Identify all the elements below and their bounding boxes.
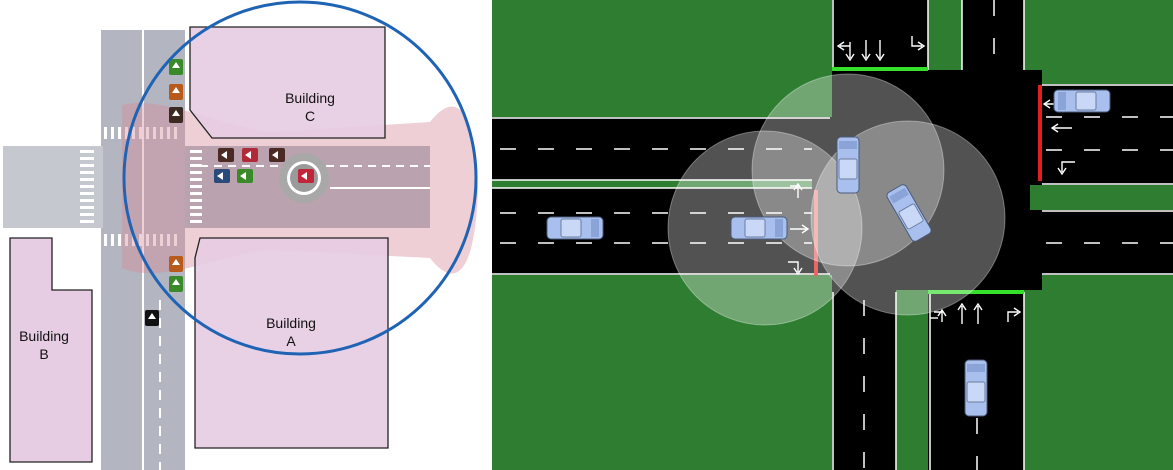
crosswalk-east bbox=[190, 150, 202, 223]
parked-car-icon bbox=[242, 148, 258, 162]
vehicle-icon bbox=[964, 359, 988, 417]
parked-car-icon bbox=[169, 276, 183, 292]
signal-red-east bbox=[1038, 85, 1042, 181]
vehicle-icon bbox=[1053, 89, 1111, 113]
building-a-label-line1: Building bbox=[266, 315, 316, 331]
lane-dashes bbox=[500, 0, 1173, 470]
building-b-label-line1: Building bbox=[19, 328, 69, 344]
crosswalk-west bbox=[80, 150, 94, 223]
road-edge-lines bbox=[492, 0, 1173, 470]
building-c-label-line2: C bbox=[305, 108, 315, 124]
signal-red-west bbox=[814, 190, 818, 276]
vehicle-icon bbox=[546, 216, 604, 240]
crosswalk-south bbox=[104, 234, 177, 246]
intersection-simulation-panel bbox=[492, 0, 1173, 470]
building-c-label-line1: Building bbox=[285, 90, 335, 106]
vehicle-icon bbox=[730, 216, 788, 240]
parked-car-icon bbox=[298, 169, 314, 183]
signal-green-south bbox=[928, 290, 1024, 294]
building-c bbox=[189, 26, 386, 139]
parked-car-icon bbox=[237, 169, 253, 183]
vehicle-icon bbox=[836, 136, 860, 194]
signal-green-north bbox=[832, 67, 928, 71]
parked-car-icon bbox=[214, 169, 230, 183]
building-a bbox=[194, 237, 389, 449]
parked-car-icon bbox=[269, 148, 285, 162]
signal-bars bbox=[814, 67, 1042, 294]
road-network bbox=[492, 0, 1173, 470]
parked-car-icon bbox=[218, 148, 234, 162]
coverage-circle-icon bbox=[122, 0, 478, 356]
parked-car-icon bbox=[145, 310, 159, 326]
lane-arrow-icon bbox=[788, 36, 1075, 324]
parked-car-icon bbox=[169, 107, 183, 123]
parked-car-icon bbox=[169, 256, 183, 272]
parked-car-icon bbox=[169, 59, 183, 75]
building-a-label-line2: A bbox=[286, 333, 296, 349]
campus-map-panel: Building C Building B Building A bbox=[0, 0, 490, 470]
building-b-label-line2: B bbox=[39, 346, 48, 362]
crosswalk-north bbox=[104, 127, 177, 139]
parked-car-icon bbox=[169, 84, 183, 100]
building-b bbox=[9, 237, 93, 463]
panel-separator bbox=[490, 0, 492, 470]
